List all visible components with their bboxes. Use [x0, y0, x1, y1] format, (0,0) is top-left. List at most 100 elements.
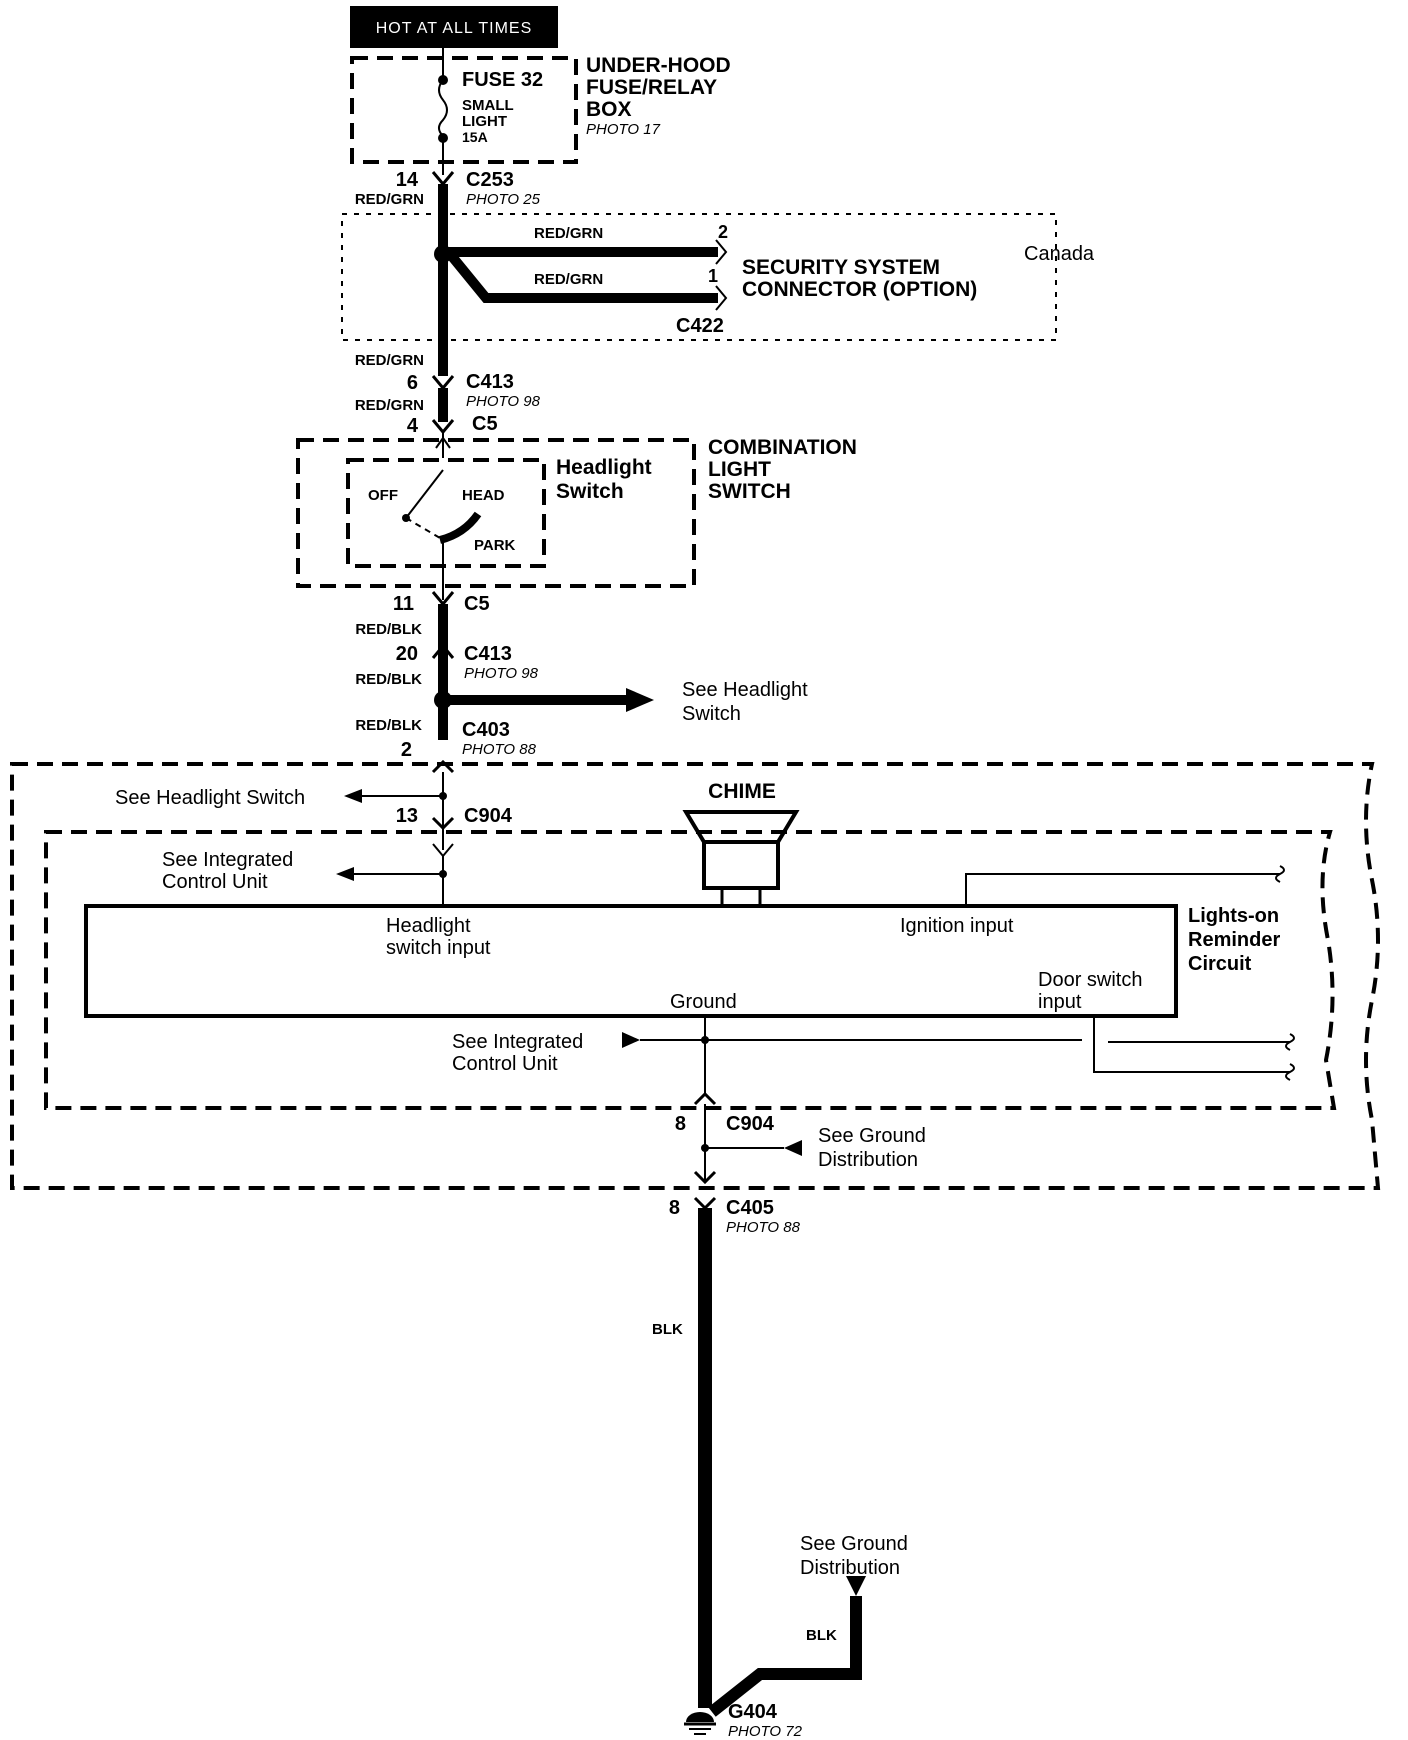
c253-photo: PHOTO 25	[466, 191, 541, 208]
c5-bottom-wire: RED/BLK	[355, 621, 422, 638]
see-icu-bottom-1: See Integrated	[452, 1031, 583, 1053]
see-icu-top-arrow	[336, 867, 354, 881]
door-break-2	[1285, 1063, 1295, 1081]
c403-photo: PHOTO 88	[462, 741, 537, 758]
combination-title-1: COMBINATION	[708, 436, 857, 459]
c904-bottom-connector	[693, 1091, 717, 1106]
ground-label: Ground	[670, 991, 737, 1013]
c405-name: C405	[726, 1197, 774, 1219]
see-icu-top-1: See Integrated	[162, 849, 293, 871]
c5-top-name: C5	[472, 413, 498, 435]
c403-wire: RED/BLK	[355, 717, 422, 734]
headlight-switch-title-1: Headlight	[556, 456, 652, 479]
fuse-label: FUSE 32	[462, 69, 543, 91]
c413-top-wire: RED/GRN	[355, 352, 424, 369]
see-ground-bottom-1: See Ground	[800, 1533, 908, 1555]
c413-top-name: C413	[466, 371, 514, 393]
branch-headlight-2: Switch	[682, 703, 741, 725]
switch-head-contact	[438, 511, 482, 544]
banner-text: HOT AT ALL TIMES	[376, 20, 533, 37]
c253-wire: RED/GRN	[355, 191, 424, 208]
canada-wire-top: RED/GRN	[534, 225, 603, 242]
c405-pin: 8	[669, 1197, 680, 1219]
switch-off-label: OFF	[368, 487, 398, 504]
headlight-input-label-2: switch input	[386, 937, 491, 959]
c413-top-photo: PHOTO 98	[466, 393, 541, 410]
fuse-box-title-1: UNDER-HOOD	[586, 54, 731, 77]
c413-top-connector	[431, 375, 455, 391]
chime-speaker	[682, 810, 800, 844]
door-break-1	[1285, 1033, 1295, 1051]
switch-park-label: PARK	[474, 537, 516, 554]
see-ground-mid-1: See Ground	[818, 1125, 926, 1147]
hot-at-all-times-banner	[350, 6, 558, 48]
fuse-desc-3: 15A	[462, 129, 488, 145]
g404-name: G404	[728, 1701, 778, 1723]
see-icu-bottom-2: Control Unit	[452, 1053, 558, 1075]
fuse-desc-1: SMALL	[462, 97, 514, 114]
fuse-box-photo: PHOTO 17	[586, 121, 661, 138]
c904-bottom-name: C904	[726, 1113, 775, 1135]
c422-name: C422	[676, 315, 724, 337]
c5-bottom-name: C5	[464, 593, 490, 615]
reminder-title-3: Circuit	[1188, 953, 1252, 975]
c405-photo: PHOTO 88	[726, 1219, 801, 1236]
c422-pin-2	[715, 239, 728, 265]
c403-pin: 2	[401, 739, 412, 761]
c413-bottom-connector	[431, 643, 455, 659]
c403-name: C403	[462, 719, 510, 741]
see-icu-top-2: Control Unit	[162, 871, 268, 893]
c405-connector	[693, 1196, 717, 1211]
combination-title-2: LIGHT	[708, 458, 771, 481]
c422-pin-1	[715, 285, 728, 311]
fuse-relay-box-outline	[350, 56, 578, 164]
inner-module-outline	[44, 830, 1337, 1110]
c413-bottom-pin: 20	[396, 643, 418, 665]
c5-top-pin: 4	[407, 415, 419, 437]
blk-wire-label-2: BLK	[806, 1627, 837, 1644]
see-icu-bottom-arrow	[622, 1032, 640, 1048]
lights-on-reminder-box	[84, 904, 1178, 1018]
headlight-switch-outline	[346, 458, 546, 568]
c904-bottom-pin: 8	[675, 1113, 686, 1135]
ignition-input-label: Ignition input	[900, 915, 1014, 937]
see-headlight-arrow	[344, 789, 362, 803]
ground-symbol-icon	[686, 1712, 714, 1722]
reminder-title-2: Reminder	[1188, 929, 1280, 951]
see-headlight-switch-text: See Headlight Switch	[115, 787, 305, 809]
switch-lever	[405, 469, 444, 519]
c253-pin: 14	[396, 169, 419, 191]
headlight-branch-arrow	[626, 688, 654, 712]
c413-top-pin: 6	[407, 372, 418, 394]
canada-pin-bottom: 1	[708, 266, 718, 286]
combination-switch-outline	[296, 438, 696, 588]
blk-wire-label: BLK	[652, 1321, 683, 1338]
c253-name: C253	[466, 169, 514, 191]
c904-top-connector	[431, 816, 455, 831]
fuse-desc-2: LIGHT	[462, 113, 507, 130]
c5-bottom-pin: 11	[393, 593, 414, 615]
switch-arrow	[435, 436, 451, 449]
fuse-box-title-3: BOX	[586, 98, 632, 121]
door-input-label-2: input	[1038, 991, 1082, 1013]
g404-photo: PHOTO 72	[728, 1723, 803, 1740]
c413-bottom-photo: PHOTO 98	[464, 665, 539, 682]
c904-top-pin: 13	[396, 805, 418, 827]
ignition-break	[1275, 865, 1285, 883]
headlight-input-label-1: Headlight	[386, 915, 471, 937]
canada-label: Canada	[1024, 243, 1095, 265]
see-ground-bottom-2: Distribution	[800, 1557, 900, 1579]
security-component-1: SECURITY SYSTEM	[742, 256, 940, 279]
reminder-title-1: Lights-on	[1188, 905, 1279, 927]
c413-bottom-wire: RED/BLK	[355, 671, 422, 688]
canada-pin-top: 2	[718, 222, 728, 242]
combination-title-3: SWITCH	[708, 480, 791, 503]
c413-bottom-name: C413	[464, 643, 512, 665]
outer-module-outline	[10, 762, 1381, 1190]
see-ground-bottom-arrow	[846, 1576, 866, 1596]
switch-head-label: HEAD	[462, 487, 505, 504]
c5-top-wire: RED/GRN	[355, 397, 424, 414]
headlight-switch-title-2: Switch	[556, 480, 624, 503]
see-ground-mid-2: Distribution	[818, 1149, 918, 1171]
